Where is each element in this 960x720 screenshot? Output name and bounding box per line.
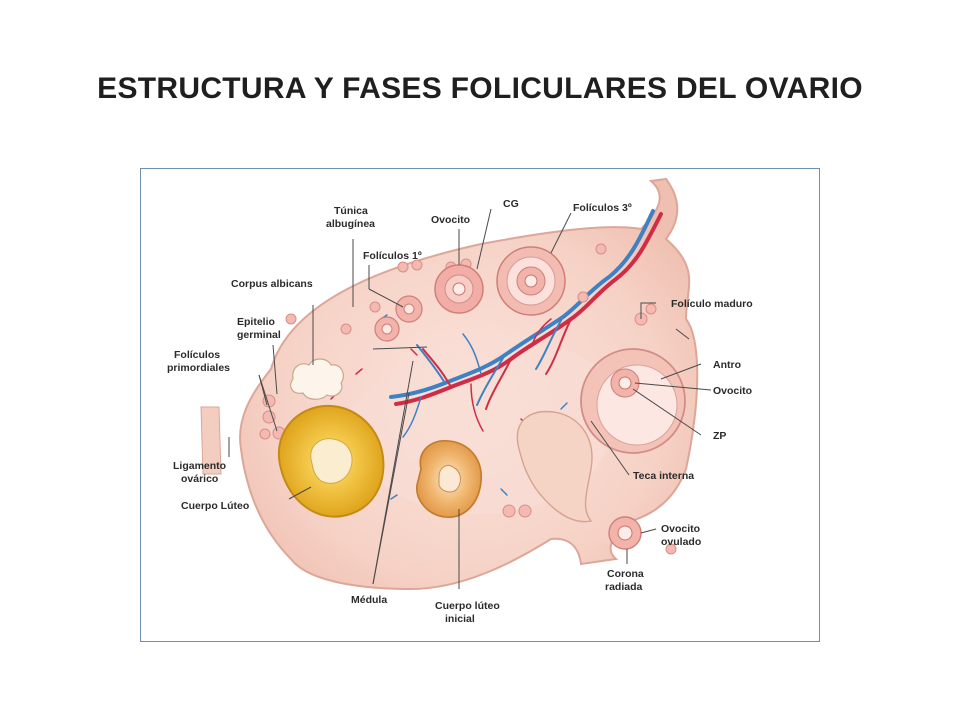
primary-follicles [374,295,423,342]
label-ligamento-2: ovárico [181,473,218,485]
label-corona-2: radiada [605,581,643,593]
early-corpus-luteum [416,440,482,518]
label-ovocito-top: Ovocito [431,214,470,226]
label-cuerpo-luteo-inicial-1: Cuerpo lúteo [435,600,500,612]
ovarian-ligament [200,406,222,475]
blood-vessels [389,209,663,438]
label-tunica-1: Túnica [334,205,368,217]
label-ovocito-ovulado-2: ovulado [661,536,701,548]
corpus-luteum [277,404,385,518]
page-title: ESTRUCTURA Y FASES FOLICULARES DEL OVARI… [97,72,863,105]
label-ovocito-right: Ovocito [713,385,752,397]
mature-follicle [580,348,686,454]
label-cuerpo-luteo-inicial-2: inicial [445,613,475,625]
label-foliculos-1: Folículos 1º [363,250,422,262]
ovary-diagram-frame: Túnica albugínea Ovocito CG Folículos 3º… [140,168,820,642]
diagram-labels: Túnica albugínea Ovocito CG Folículos 3º… [167,198,753,625]
label-epitelio-1: Epitelio [237,316,275,328]
label-teca-interna: Teca interna [633,470,694,482]
label-medula: Médula [351,594,387,606]
label-epitelio-2: germinal [237,329,281,341]
leader-lines [228,208,712,589]
label-foliculos-3: Folículos 3º [573,202,632,214]
secondary-follicle [434,264,484,314]
label-ovocito-ovulado-1: Ovocito [661,523,700,535]
label-corona-1: Corona [607,568,644,580]
label-tunica-2: albugínea [326,218,375,230]
label-corpus-albicans: Corpus albicans [231,278,313,290]
label-zp: ZP [713,430,726,442]
ruptured-follicle [516,410,593,523]
ovulated-oocyte [608,516,642,550]
corpus-albicans [290,358,344,400]
label-cg: CG [503,198,519,210]
ovary-diagram: Túnica albugínea Ovocito CG Folículos 3º… [167,177,753,625]
label-primordiales-1: Folículos [174,349,220,361]
label-antro: Antro [713,359,741,371]
tertiary-follicle [496,246,566,316]
label-cuerpo-luteo: Cuerpo Lúteo [181,500,249,512]
label-foliculo-maduro: Folículo maduro [671,298,753,310]
label-ligamento-1: Ligamento [173,460,226,472]
label-primordiales-2: primordiales [167,362,230,374]
